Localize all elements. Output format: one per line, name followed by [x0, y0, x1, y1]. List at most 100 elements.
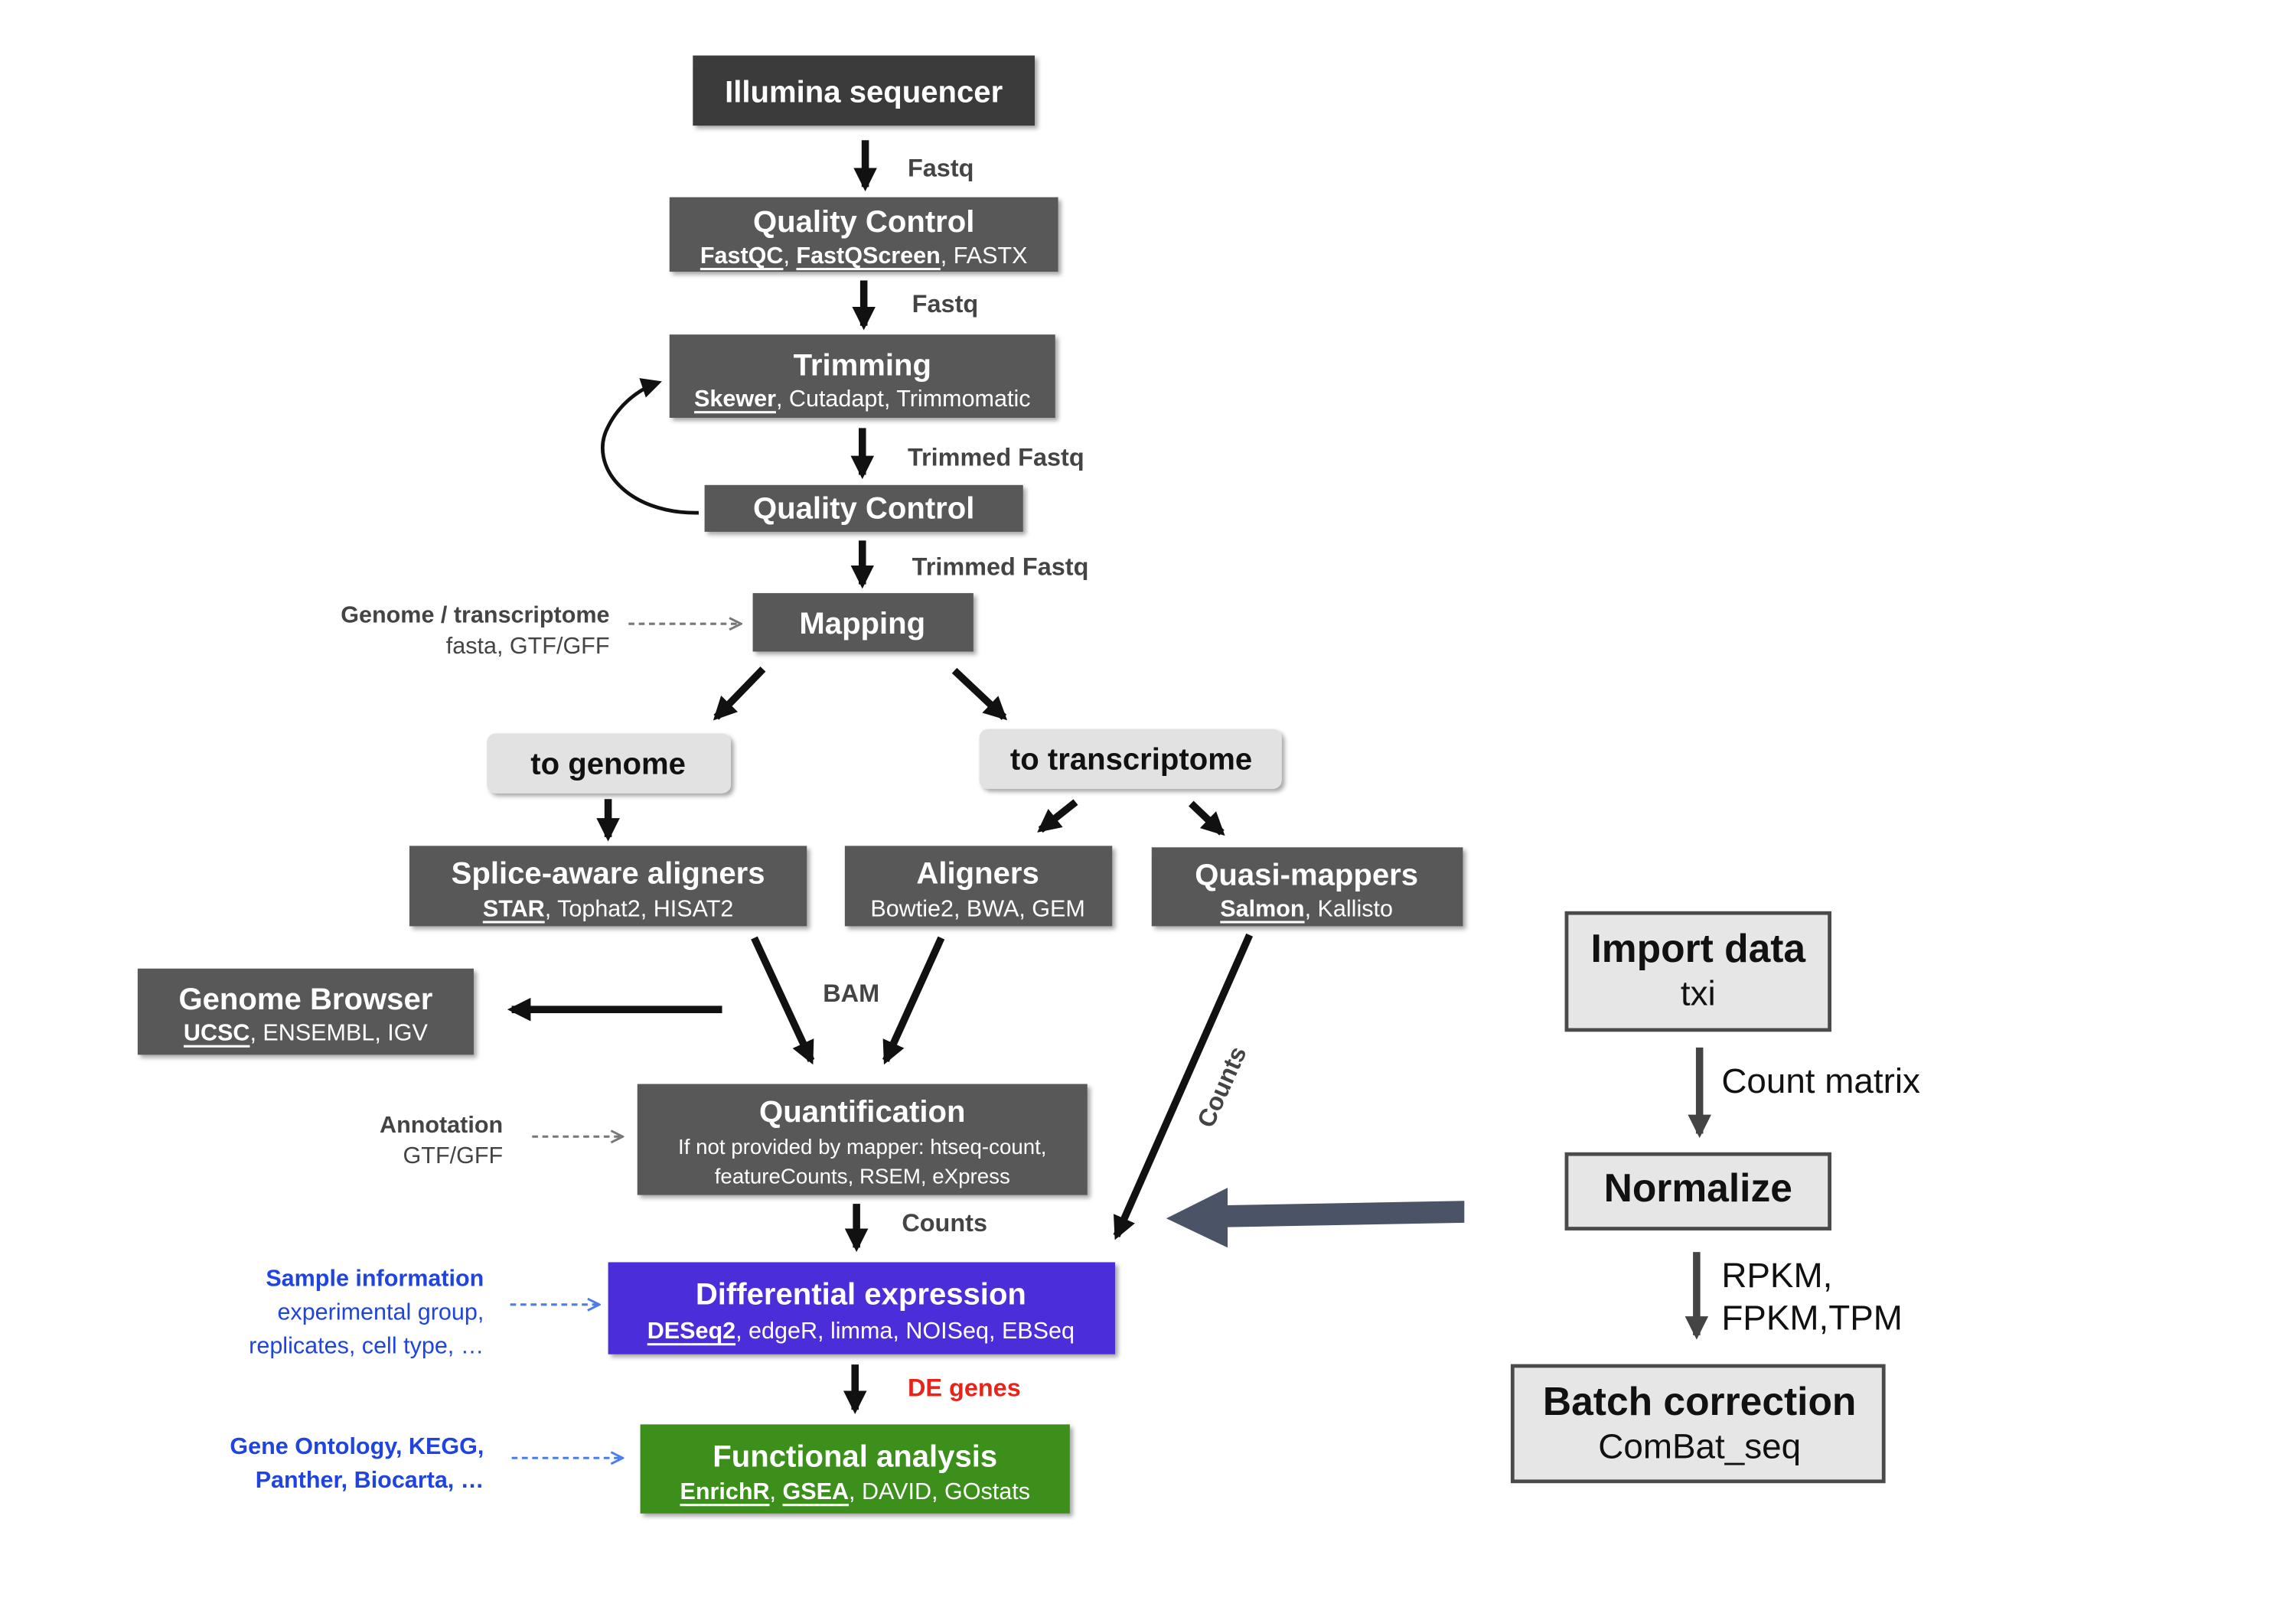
node-differential-expression: Differential expression DESeq2, edgeR, l…: [608, 1262, 1116, 1354]
node-title: Genome Browser: [178, 983, 432, 1016]
node-box: [669, 197, 1058, 272]
edge-label-de-genes: DE genes: [908, 1374, 1021, 1402]
tool-list-rest: , edgeR, limma, NOISeq, EBSeq: [735, 1318, 1075, 1344]
tool-gsea: GSEA: [783, 1478, 850, 1504]
node-genome-browser: Genome Browser UCSC, ENSEMBL, IGV: [137, 968, 474, 1055]
node-illumina-sequencer: Illumina sequencer: [693, 55, 1035, 126]
node-functional-analysis: Functional analysis EnrichR, GSEA, DAVID…: [640, 1424, 1070, 1514]
node-tools: EnrichR, GSEA, DAVID, GOstats: [680, 1478, 1030, 1504]
input-line-2: Panther, Biocarta, …: [256, 1467, 484, 1493]
tool-list-rest: , Kallisto: [1305, 895, 1393, 921]
node-title: Batch correction: [1543, 1379, 1856, 1423]
arrow-transcriptome-to-quasi: [1189, 800, 1225, 836]
node-title: Functional analysis: [713, 1439, 997, 1473]
tool-fastqscreen: FastQScreen: [796, 243, 940, 269]
node-title: Quality Control: [753, 491, 974, 525]
tool-ucsc: UCSC: [184, 1020, 250, 1046]
tool-enrichr: EnrichR: [680, 1478, 769, 1504]
node-title: Normalize: [1604, 1165, 1792, 1210]
side-node-batch-correction: Batch correction ComBat_seq: [1510, 1364, 1886, 1484]
node-tools: Bowtie2, BWA, GEM: [870, 895, 1085, 921]
node-box: [1564, 1152, 1831, 1231]
edge-label-bam: BAM: [823, 980, 879, 1007]
node-aligners: Aligners Bowtie2, BWA, GEM: [844, 846, 1113, 927]
edge-labels: Fastq Fastq Trimmed Fastq Trimmed Fastq …: [823, 155, 1251, 1402]
arrow-transcriptome-to-aligners: [1037, 799, 1078, 833]
input-sample-information: Sample information experimental group, r…: [249, 1265, 599, 1358]
node-tools: DESeq2, edgeR, limma, NOISeq, EBSeq: [647, 1318, 1075, 1344]
arrow-aligners-to-quant: [882, 936, 945, 1065]
node-title: to genome: [530, 747, 686, 781]
tool-fastqc: FastQC: [700, 243, 784, 269]
tool-skewer: Skewer: [694, 386, 776, 412]
node-trimming: Trimming Skewer, Cutadapt, Trimmomatic: [669, 334, 1055, 418]
node-to-transcriptome: to transcriptome: [979, 729, 1282, 789]
tool-salmon: Salmon: [1220, 895, 1304, 921]
node-box: [409, 846, 807, 927]
input-detail-line-2: replicates, cell type, …: [249, 1332, 484, 1358]
side-panel: Import data txi Count matrix Normalize R…: [1510, 911, 1920, 1484]
edge-label-counts-quasi: Counts: [1192, 1042, 1251, 1132]
node-title: to transcriptome: [1010, 743, 1252, 777]
input-title: Annotation: [380, 1112, 503, 1138]
side-edge-label-line-2: FPKM,TPM: [1721, 1299, 1903, 1338]
arrow-splice-aware-to-quant: [751, 936, 815, 1065]
node-title: Mapping: [799, 607, 925, 641]
pipeline-arrows: [507, 140, 1254, 1414]
tool-list: Bowtie2, BWA, GEM: [870, 895, 1085, 921]
side-edge-label-line-1: RPKM,: [1721, 1256, 1832, 1295]
node-box: [979, 729, 1282, 789]
tool-list-rest: , Tophat2, HISAT2: [545, 895, 734, 921]
input-databases: Gene Ontology, KEGG, Panther, Biocarta, …: [230, 1433, 622, 1493]
input-annotation: Annotation GTF/GFF: [380, 1112, 623, 1169]
input-title: Genome / transcriptome: [341, 602, 609, 628]
node-quantification: Quantification If not provided by mapper…: [637, 1084, 1088, 1195]
node-box: [137, 968, 474, 1055]
node-tools: Skewer, Cutadapt, Trimmomatic: [694, 386, 1031, 412]
tool-deseq2: DESeq2: [647, 1318, 735, 1344]
input-genome-transcriptome: Genome / transcriptome fasta, GTF/GFF: [341, 602, 741, 659]
node-title: Quality Control: [753, 205, 974, 239]
node-title: Aligners: [916, 857, 1039, 891]
node-quasi-mappers: Quasi-mappers Salmon, Kallisto: [1151, 847, 1463, 927]
node-box: [1510, 1364, 1886, 1484]
tool-list-rest: , ENSEMBL, IGV: [249, 1020, 428, 1046]
tool-star: STAR: [483, 895, 545, 921]
node-box: [1564, 911, 1831, 1032]
node-mapping: Mapping: [752, 593, 974, 652]
tool-separator: ,: [783, 243, 796, 269]
side-node-import-data: Import data txi: [1564, 911, 1831, 1032]
tool-list-rest: , FASTX: [941, 243, 1028, 269]
edge-label-trimmed-fastq-1: Trimmed Fastq: [908, 444, 1084, 471]
side-edge-label-count-matrix: Count matrix: [1721, 1061, 1920, 1100]
tool-list-rest: , DAVID, GOstats: [849, 1478, 1030, 1504]
node-tools: Salmon, Kallisto: [1220, 895, 1393, 921]
arrow-qc2-loop-to-trimming: [601, 378, 700, 515]
node-box: [608, 1262, 1116, 1354]
node-title: Quantification: [759, 1095, 965, 1129]
node-tools: STAR, Tophat2, HISAT2: [483, 895, 734, 921]
input-detail-line-1: experimental group,: [277, 1299, 484, 1325]
node-box: [487, 733, 731, 794]
node-title: Illumina sequencer: [725, 75, 1003, 109]
node-quality-control-1: Quality Control FastQC, FastQScreen, FAS…: [669, 197, 1058, 272]
node-tools: FastQC, FastQScreen, FASTX: [700, 243, 1028, 269]
edge-label-counts: Counts: [902, 1209, 987, 1237]
node-tools: UCSC, ENSEMBL, IGV: [184, 1020, 429, 1046]
node-title: Differential expression: [696, 1277, 1026, 1311]
node-box: [693, 55, 1035, 126]
node-box: [1151, 847, 1463, 927]
node-box: [844, 846, 1113, 927]
input-detail: GTF/GFF: [403, 1143, 504, 1169]
node-note-line-2: featureCounts, RSEM, eXpress: [715, 1164, 1010, 1188]
node-title: Trimming: [794, 348, 931, 382]
node-splice-aware-aligners: Splice-aware aligners STAR, Tophat2, HIS…: [409, 846, 807, 927]
node-box: [704, 484, 1023, 532]
node-quality-control-2: Quality Control: [704, 484, 1023, 532]
node-title: Import data: [1590, 926, 1805, 970]
input-line-1: Gene Ontology, KEGG,: [230, 1433, 484, 1459]
input-title: Sample information: [266, 1265, 484, 1291]
node-box: [669, 334, 1055, 418]
edge-label-fastq-2: Fastq: [912, 290, 979, 318]
